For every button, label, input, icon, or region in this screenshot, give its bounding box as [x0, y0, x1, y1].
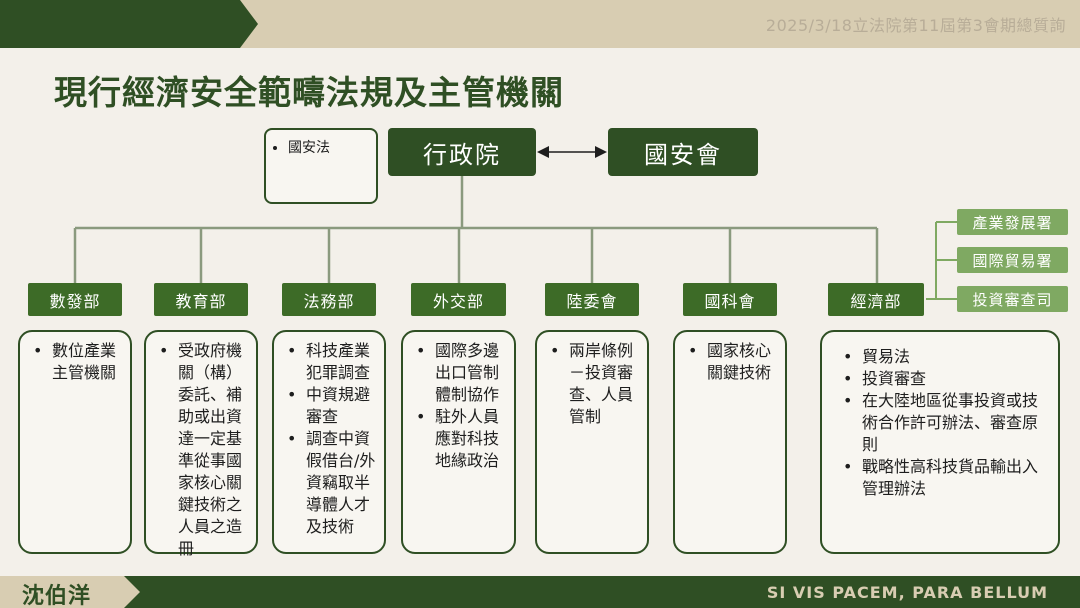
page-title: 現行經濟安全範疇法規及主管機關 — [54, 73, 564, 112]
duties-education: 受政府機關（構）委託、補助或出資達一定基準從事國家核心關鍵技術之人員之造冊 — [144, 330, 258, 558]
duty-item: 駐外人員應對科技地緣政治 — [409, 406, 508, 472]
executive-yuan-node: 行政院 — [388, 128, 536, 176]
dept-mainland-affairs: 陸委會 — [545, 283, 639, 316]
agency-international-trade: 國際貿易署 — [957, 247, 1068, 273]
duty-item: 國際多邊出口管制體制協作 — [409, 340, 508, 406]
duty-item: 數位產業主管機關 — [26, 340, 124, 384]
footer-band — [0, 576, 1080, 608]
law-box: 國安法 — [264, 128, 378, 204]
footer-accent — [0, 576, 140, 608]
header-note: 2025/3/18立法院第11屆第3會期總質詢 — [765, 16, 1066, 35]
duty-item: 戰略性高科技貨品輸出入管理辦法 — [836, 456, 1044, 500]
duty-item: 國家核心關鍵技術 — [681, 340, 779, 384]
law-item: 國安法 — [288, 137, 368, 157]
duty-item: 投資審查 — [836, 368, 1044, 390]
dept-science-council: 國科會 — [683, 283, 777, 316]
duties-justice: 科技產業犯罪調查 中資規避審查 調查中資假借台/外資竊取半導體人才及技術 — [272, 330, 386, 554]
dept-digital-affairs: 數發部 — [28, 283, 122, 316]
duties-science-council: 國家核心關鍵技術 — [673, 330, 787, 554]
duties-digital-affairs: 數位產業主管機關 — [18, 330, 132, 554]
agency-industrial-development: 產業發展署 — [957, 209, 1068, 235]
dept-foreign-affairs: 外交部 — [411, 283, 506, 316]
duty-item: 兩岸條例－投資審查、人員管制 — [543, 340, 641, 428]
duty-item: 科技產業犯罪調查 — [280, 340, 378, 384]
duties-foreign-affairs: 國際多邊出口管制體制協作 駐外人員應對科技地緣政治 — [401, 330, 516, 554]
agency-investment-review: 投資審查司 — [957, 286, 1068, 312]
duties-mainland-affairs: 兩岸條例－投資審查、人員管制 — [535, 330, 649, 554]
dept-justice: 法務部 — [282, 283, 376, 316]
duty-item: 受政府機關（構）委託、補助或出資達一定基準從事國家核心關鍵技術之人員之造冊 — [152, 340, 250, 560]
duty-item: 中資規避審查 — [280, 384, 378, 428]
national-security-council-node: 國安會 — [608, 128, 758, 176]
duty-item: 調查中資假借台/外資竊取半導體人才及技術 — [280, 428, 378, 538]
duty-item: 貿易法 — [836, 346, 1044, 368]
author-name: 沈伯洋 — [22, 584, 92, 608]
dept-education: 教育部 — [154, 283, 248, 316]
dept-economic-affairs: 經濟部 — [828, 283, 924, 316]
header-accent — [0, 0, 258, 48]
footer-motto: SI VIS PACEM, PARA BELLUM — [766, 583, 1048, 602]
duty-item: 在大陸地區從事投資或技術合作許可辦法、審查原則 — [836, 390, 1044, 456]
duties-economic-affairs: 貿易法 投資審查 在大陸地區從事投資或技術合作許可辦法、審查原則 戰略性高科技貨… — [820, 330, 1060, 554]
